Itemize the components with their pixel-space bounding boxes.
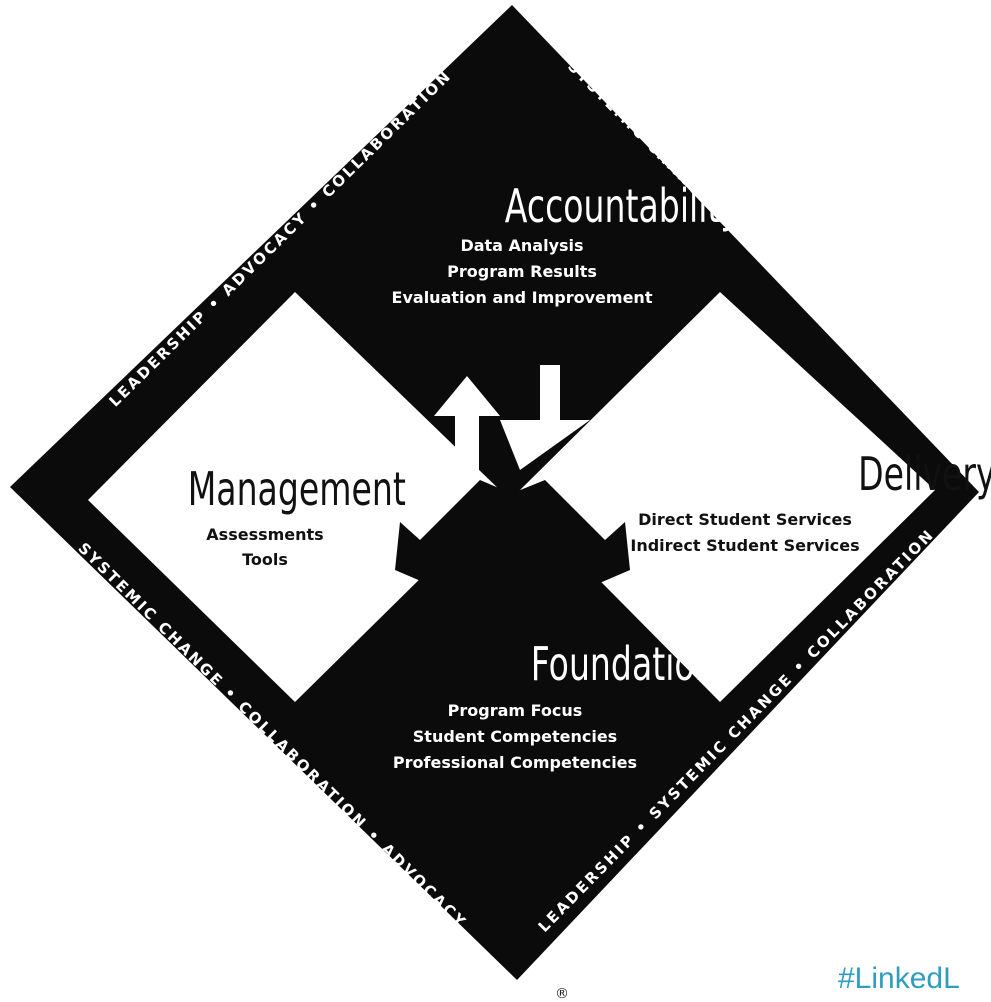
accountability-item-2: Program Results bbox=[447, 262, 597, 281]
hashtag-label: #LinkedL bbox=[838, 962, 960, 995]
arrow-up-right-icon bbox=[508, 480, 630, 585]
foundation-item-2: Student Competencies bbox=[413, 727, 617, 746]
management-item-1: Assessments bbox=[206, 525, 323, 544]
arrow-up-left-icon bbox=[395, 480, 515, 585]
management-item-2: Tools bbox=[242, 550, 288, 569]
management-title: Management bbox=[188, 464, 406, 517]
delivery-title: Delivery bbox=[858, 449, 991, 502]
arrow-down-right-icon bbox=[500, 365, 590, 470]
delivery-item-1: Direct Student Services bbox=[638, 510, 852, 529]
accountability-item-1: Data Analysis bbox=[460, 236, 583, 255]
accountability-item-3: Evaluation and Improvement bbox=[392, 288, 653, 307]
arrow-down-left-icon bbox=[434, 376, 500, 481]
center-arrows bbox=[395, 365, 630, 585]
delivery-quadrant bbox=[515, 292, 935, 702]
foundation-item-3: Professional Competencies bbox=[393, 753, 637, 772]
foundation-item-1: Program Focus bbox=[448, 701, 583, 720]
delivery-item-2: Indirect Student Services bbox=[630, 536, 859, 555]
management-quadrant bbox=[88, 292, 505, 702]
foundation-title: Foundation bbox=[531, 639, 716, 692]
registered-mark: ® bbox=[555, 986, 569, 1002]
accountability-title: Accountability bbox=[505, 181, 740, 234]
